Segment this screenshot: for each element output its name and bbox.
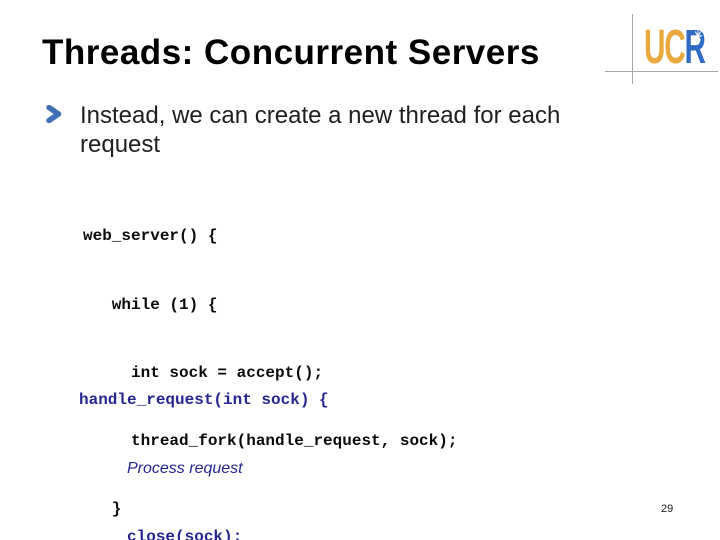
code-line: handle_request(int sock) { <box>79 391 329 410</box>
code-block-web-server: web_server() { while (1) { int sock = ac… <box>83 180 457 540</box>
page-number: 29 <box>661 503 674 515</box>
code-line: web_server() { <box>83 227 218 246</box>
ucr-logo: UCR <box>644 21 706 74</box>
code-pseudocode-line: Process request <box>127 459 243 477</box>
logo-vertical-guideline <box>632 14 633 84</box>
chevron-right-icon <box>46 105 62 123</box>
code-block-handle-request: handle_request(int sock) { Process reque… <box>79 344 329 540</box>
ucr-logo-gold-letters: UC <box>644 21 686 74</box>
code-line: thread_fork(handle_request, sock); <box>83 431 458 450</box>
starburst-icon <box>694 29 702 43</box>
code-line: close(sock); <box>79 527 243 540</box>
logo-horizontal-guideline <box>605 71 718 72</box>
code-line: while (1) { <box>83 295 218 314</box>
code-line: int sock = accept(); <box>83 363 324 382</box>
code-line: } <box>83 499 122 518</box>
bullet-item: Instead, we can create a new thread for … <box>46 101 636 159</box>
slide-title: Threads: Concurrent Servers <box>42 33 540 72</box>
ucr-logo-blue-letter: R <box>684 21 706 74</box>
bullet-text: Instead, we can create a new thread for … <box>80 102 561 158</box>
